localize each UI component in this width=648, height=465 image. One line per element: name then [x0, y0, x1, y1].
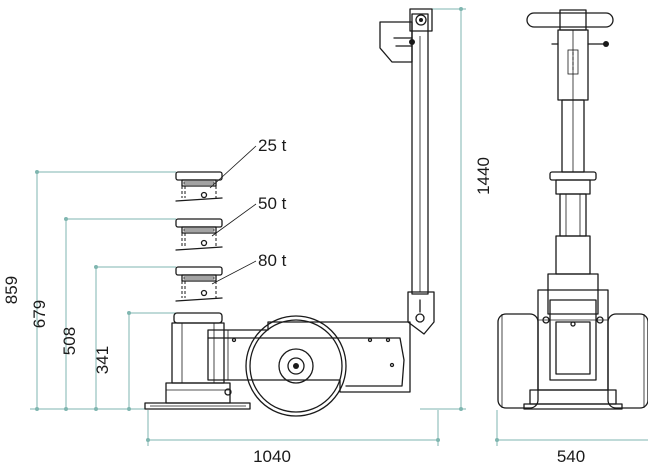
- capacity-label-80t: 80 t: [258, 251, 287, 270]
- dimension-label-341: 341: [93, 346, 112, 374]
- dimension-label-508: 508: [60, 327, 79, 355]
- dimension-label-1440: 1440: [474, 157, 493, 195]
- dimension-label-859: 859: [2, 276, 21, 304]
- dimension-lines: [30, 7, 648, 446]
- leader-lines: [209, 145, 257, 285]
- jack-side-view: [144, 8, 435, 417]
- capacity-label-25t: 25 t: [258, 136, 287, 155]
- saddle-stage-80t: [175, 266, 223, 302]
- dimension-label-1040: 1040: [253, 447, 291, 465]
- capacity-label-50t: 50 t: [258, 194, 287, 213]
- dimension-label-540: 540: [557, 447, 585, 465]
- saddle-stage-25t: [175, 171, 223, 202]
- saddle-stage-50t: [175, 218, 223, 251]
- dimension-label-679: 679: [30, 300, 49, 328]
- jack-front-view: [497, 9, 648, 410]
